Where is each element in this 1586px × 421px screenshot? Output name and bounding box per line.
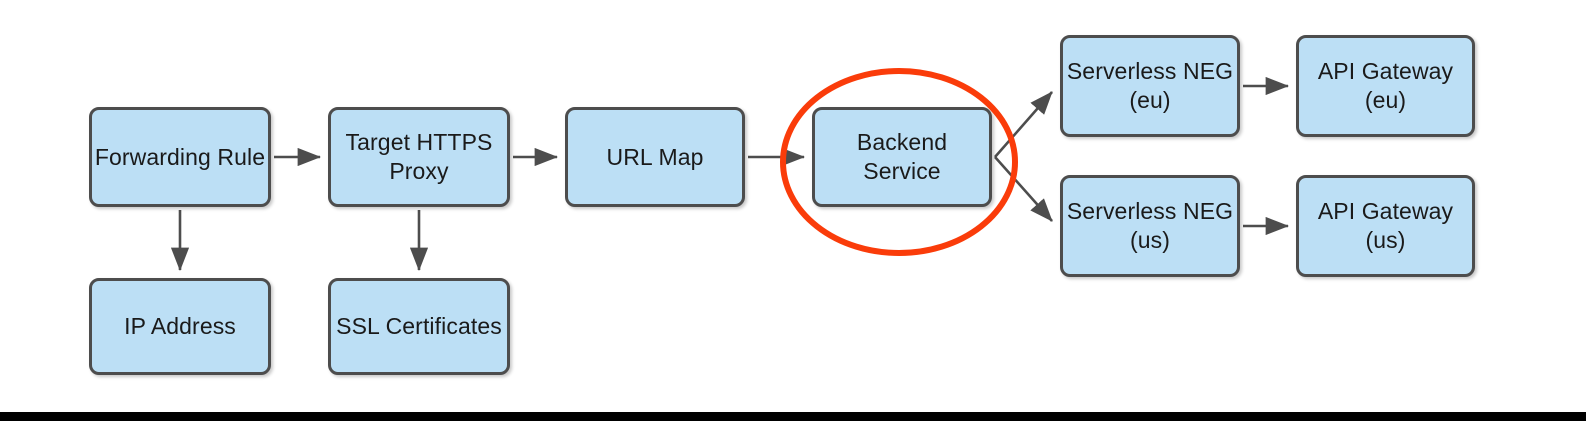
node-serverless-neg-us[interactable]: Serverless NEG (us) bbox=[1060, 175, 1240, 277]
edge-backend-service-to-serverless-neg-eu bbox=[994, 91, 1053, 158]
edge-backend-service-to-serverless-neg-us bbox=[994, 156, 1053, 222]
node-target-https-proxy[interactable]: Target HTTPS Proxy bbox=[328, 107, 510, 207]
node-api-gateway-us[interactable]: API Gateway (us) bbox=[1296, 175, 1475, 277]
bottom-bar bbox=[0, 412, 1586, 421]
node-backend-service[interactable]: Backend Service bbox=[812, 107, 992, 207]
node-url-map[interactable]: URL Map bbox=[565, 107, 745, 207]
node-ssl-certificates[interactable]: SSL Certificates bbox=[328, 278, 510, 375]
node-ip-address[interactable]: IP Address bbox=[89, 278, 271, 375]
node-forwarding-rule[interactable]: Forwarding Rule bbox=[89, 107, 271, 207]
node-serverless-neg-eu[interactable]: Serverless NEG (eu) bbox=[1060, 35, 1240, 137]
node-api-gateway-eu[interactable]: API Gateway (eu) bbox=[1296, 35, 1475, 137]
